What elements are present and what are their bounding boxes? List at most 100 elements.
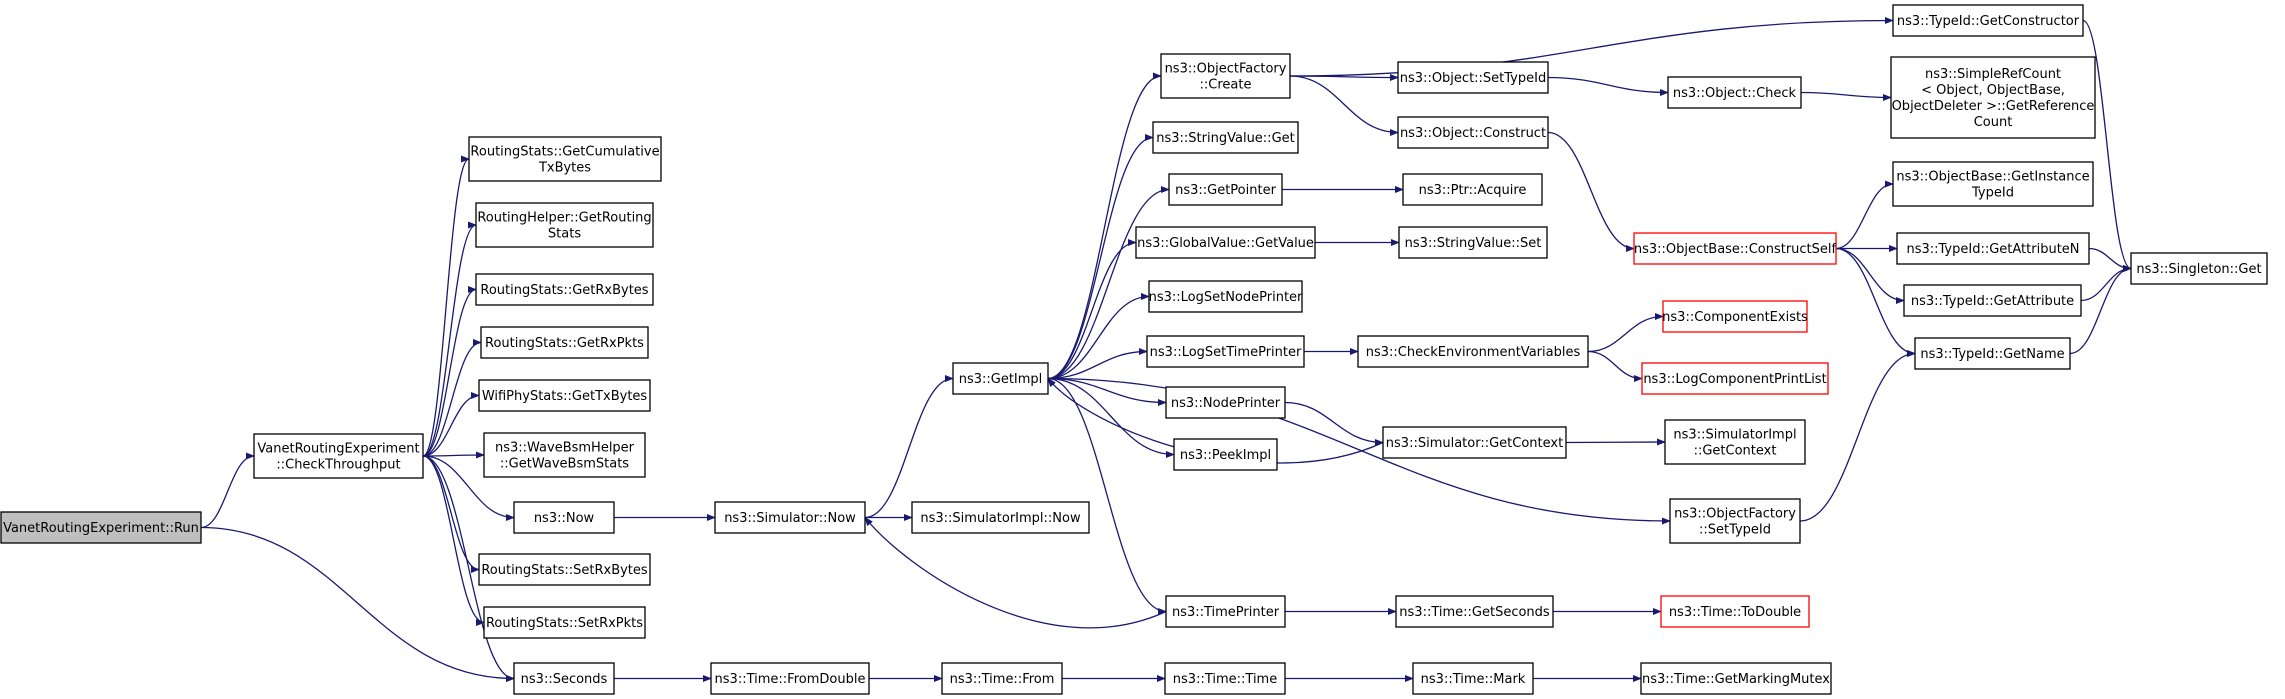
node-getImpl[interactable]: ns3::GetImpl xyxy=(952,362,1049,395)
node-box xyxy=(475,273,654,306)
node-objSetTypeId[interactable]: ns3::Object::SetTypeId xyxy=(1397,61,1549,94)
node-simNow[interactable]: ns3::Simulator::Now xyxy=(714,501,866,534)
node-label: ns3::NodePrinter xyxy=(1171,396,1281,411)
node-box xyxy=(1641,362,1829,395)
node-logComponentPrintList[interactable]: ns3::LogComponentPrintList xyxy=(1641,362,1829,395)
node-label: RoutingStats::SetRxBytes xyxy=(481,563,648,578)
node-box xyxy=(1160,53,1291,99)
node-getRxBytes[interactable]: RoutingStats::GetRxBytes xyxy=(475,273,654,306)
node-box xyxy=(1165,386,1286,419)
node-wifiTx[interactable]: WifiPhyStats::GetTxBytes xyxy=(478,379,651,412)
node-fromDouble[interactable]: ns3::Time::FromDouble xyxy=(710,662,870,695)
node-box xyxy=(475,202,654,248)
node-nodePrinter[interactable]: ns3::NodePrinter xyxy=(1165,386,1286,419)
node-label: ns3::GetPointer xyxy=(1175,183,1276,198)
node-componentExists[interactable]: ns3::ComponentExists xyxy=(1662,300,1808,333)
node-objCheck[interactable]: ns3::Object::Check xyxy=(1667,76,1802,109)
node-peekImpl[interactable]: ns3::PeekImpl xyxy=(1173,438,1278,471)
node-getRxPkts[interactable]: RoutingStats::GetRxPkts xyxy=(480,326,649,359)
node-label: ns3::CheckEnvironmentVariables xyxy=(1366,345,1581,360)
node-label: ns3::Time::GetSeconds xyxy=(1399,605,1550,620)
edge-simNow-to-getImpl xyxy=(864,374,954,519)
edge-checkThroughput-to-setRxPkts xyxy=(422,455,485,627)
node-box xyxy=(1640,662,1832,695)
node-setRxBytes[interactable]: RoutingStats::SetRxBytes xyxy=(478,553,651,586)
node-box xyxy=(1165,595,1286,628)
node-seconds[interactable]: ns3::Seconds xyxy=(513,662,615,695)
node-typeIdGetName[interactable]: ns3::TypeId::GetName xyxy=(1914,337,2071,370)
node-label: ns3::TypeId::GetAttribute xyxy=(1911,294,2074,309)
node-box xyxy=(1397,116,1549,149)
node-toDouble[interactable]: ns3::Time::ToDouble xyxy=(1660,595,1810,628)
edge-checkThroughput-to-getCumTx xyxy=(422,155,470,457)
edge-checkThroughput-to-getRoutingStats xyxy=(422,221,477,457)
node-simGetContext[interactable]: ns3::Simulator::GetContext xyxy=(1382,426,1567,459)
node-getAttribute[interactable]: ns3::TypeId::GetAttribute xyxy=(1903,284,2082,317)
node-box xyxy=(2130,252,2268,285)
edge-getImpl-to-stringValueGet xyxy=(1047,133,1154,380)
node-checkThroughput[interactable]: VanetRoutingExperiment::CheckThroughput xyxy=(253,433,424,479)
node-label: RoutingHelper::GetRouting xyxy=(477,211,651,226)
node-label: ns3::Time::Mark xyxy=(1421,672,1526,687)
edge-typeIdGetName-to-singletonGet xyxy=(2069,264,2132,355)
node-logSetTimePrinter[interactable]: ns3::LogSetTimePrinter xyxy=(1146,335,1305,368)
node-simImplNow[interactable]: ns3::SimulatorImpl::Now xyxy=(911,501,1090,534)
node-constructSelf[interactable]: ns3::ObjectBase::ConstructSelf xyxy=(1633,232,1837,265)
node-label: ::Create xyxy=(1200,78,1252,93)
node-timeTime[interactable]: ns3::Time::Time xyxy=(1164,662,1286,695)
edge-getImpl-to-objFactorySetTypeId xyxy=(1047,377,1671,525)
edge-objConstruct-to-constructSelf xyxy=(1547,131,1635,253)
node-now[interactable]: ns3::Now xyxy=(513,501,615,534)
node-logSetNodePrinter[interactable]: ns3::LogSetNodePrinter xyxy=(1148,280,1303,313)
node-box xyxy=(1412,662,1534,695)
node-box xyxy=(483,432,646,478)
node-getMarkingMutex[interactable]: ns3::Time::GetMarkingMutex xyxy=(1640,662,1832,695)
node-objConstruct[interactable]: ns3::Object::Construct xyxy=(1397,116,1549,149)
node-label: ns3::ObjectBase::ConstructSelf xyxy=(1634,242,1837,257)
node-typeIdGetConstructor[interactable]: ns3::TypeId::GetConstructor xyxy=(1892,4,2084,37)
node-label: ns3::LogSetTimePrinter xyxy=(1150,345,1302,360)
node-simImplGetContext[interactable]: ns3::SimulatorImpl::GetContext xyxy=(1664,419,1806,465)
edge-checkEnvVars-to-logComponentPrintList xyxy=(1587,350,1643,383)
node-label: RoutingStats::GetRxBytes xyxy=(480,283,648,298)
node-label: ns3::SimpleRefCount xyxy=(1925,67,2061,82)
node-label: ns3::Object::Check xyxy=(1673,86,1797,101)
node-box xyxy=(0,511,202,544)
node-label: RoutingStats::SetRxPkts xyxy=(486,616,643,631)
node-box xyxy=(253,433,424,479)
node-getAttributeN[interactable]: ns3::TypeId::GetAttributeN xyxy=(1896,232,2090,265)
edge-checkThroughput-to-getRxPkts xyxy=(422,338,482,457)
node-timePrinter[interactable]: ns3::TimePrinter xyxy=(1165,595,1286,628)
node-getPointer[interactable]: ns3::GetPointer xyxy=(1168,173,1283,206)
node-label: ObjectDeleter >::GetReference xyxy=(1892,99,2095,114)
node-label: ns3::ObjectFactory xyxy=(1165,62,1287,77)
node-checkEnvVars[interactable]: ns3::CheckEnvironmentVariables xyxy=(1357,335,1589,368)
node-setRxPkts[interactable]: RoutingStats::SetRxPkts xyxy=(483,606,646,639)
node-globalValueGet[interactable]: ns3::GlobalValue::GetValue xyxy=(1135,226,1316,259)
node-ptrAcquire[interactable]: ns3::Ptr::Acquire xyxy=(1402,173,1543,206)
edge-getImpl-to-logSetNodePrinter xyxy=(1047,292,1150,380)
node-simpleRefCount[interactable]: ns3::SimpleRefCount< Object, ObjectBase,… xyxy=(1890,56,2096,139)
node-objFactorySetTypeId[interactable]: ns3::ObjectFactory::SetTypeId xyxy=(1669,498,1801,544)
node-label: < Object, ObjectBase, xyxy=(1921,83,2065,98)
node-label: ns3::SimulatorImpl xyxy=(1673,428,1796,443)
node-label: ns3::GetImpl xyxy=(959,372,1043,387)
node-stringValueSet[interactable]: ns3::StringValue::Set xyxy=(1398,226,1548,259)
node-timeGetSeconds[interactable]: ns3::Time::GetSeconds xyxy=(1395,595,1554,628)
node-label: ns3::Time::Time xyxy=(1173,672,1277,687)
node-waveBsm[interactable]: ns3::WaveBsmHelper::GetWaveBsmStats xyxy=(483,432,646,478)
node-stringValueGet[interactable]: ns3::StringValue::Get xyxy=(1152,121,1299,154)
node-singletonGet[interactable]: ns3::Singleton::Get xyxy=(2130,252,2268,285)
node-label: ns3::GlobalValue::GetValue xyxy=(1137,236,1314,251)
node-objFactoryCreate[interactable]: ns3::ObjectFactory::Create xyxy=(1160,53,1291,99)
node-box xyxy=(513,662,615,695)
node-label: ::GetWaveBsmStats xyxy=(500,457,629,472)
node-box xyxy=(911,501,1090,534)
edge-constructSelf-to-getAttribute xyxy=(1835,247,1905,305)
node-timeFrom[interactable]: ns3::Time::From xyxy=(941,662,1063,695)
node-timeMark[interactable]: ns3::Time::Mark xyxy=(1412,662,1534,695)
